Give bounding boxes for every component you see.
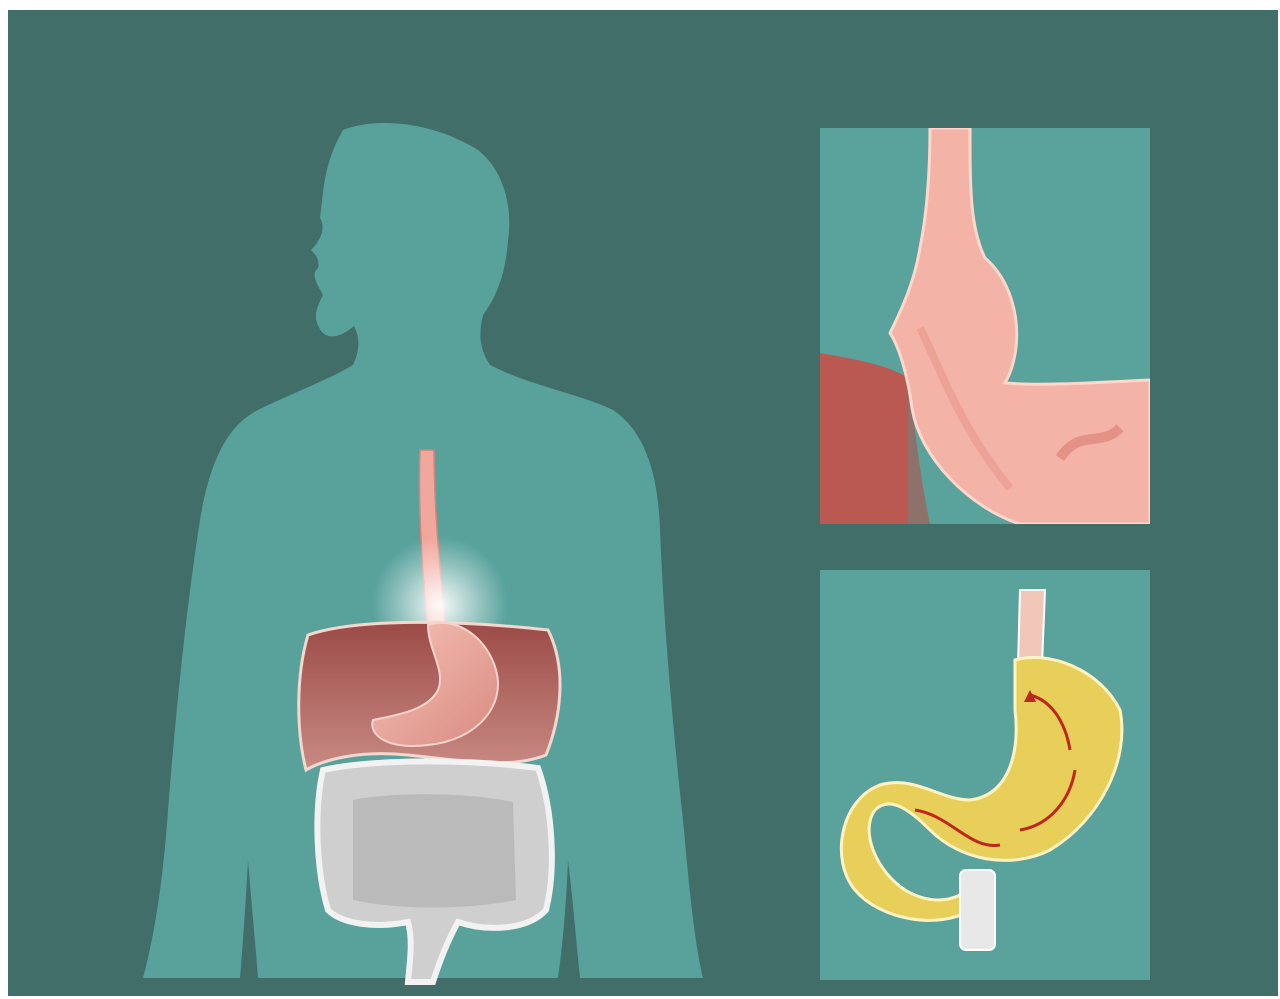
body-illustration <box>128 110 728 990</box>
illustration-frame <box>8 10 1278 996</box>
liver <box>299 622 560 770</box>
esophagus-detail-panel <box>820 128 1150 524</box>
stomach-reflux-panel <box>820 570 1150 980</box>
